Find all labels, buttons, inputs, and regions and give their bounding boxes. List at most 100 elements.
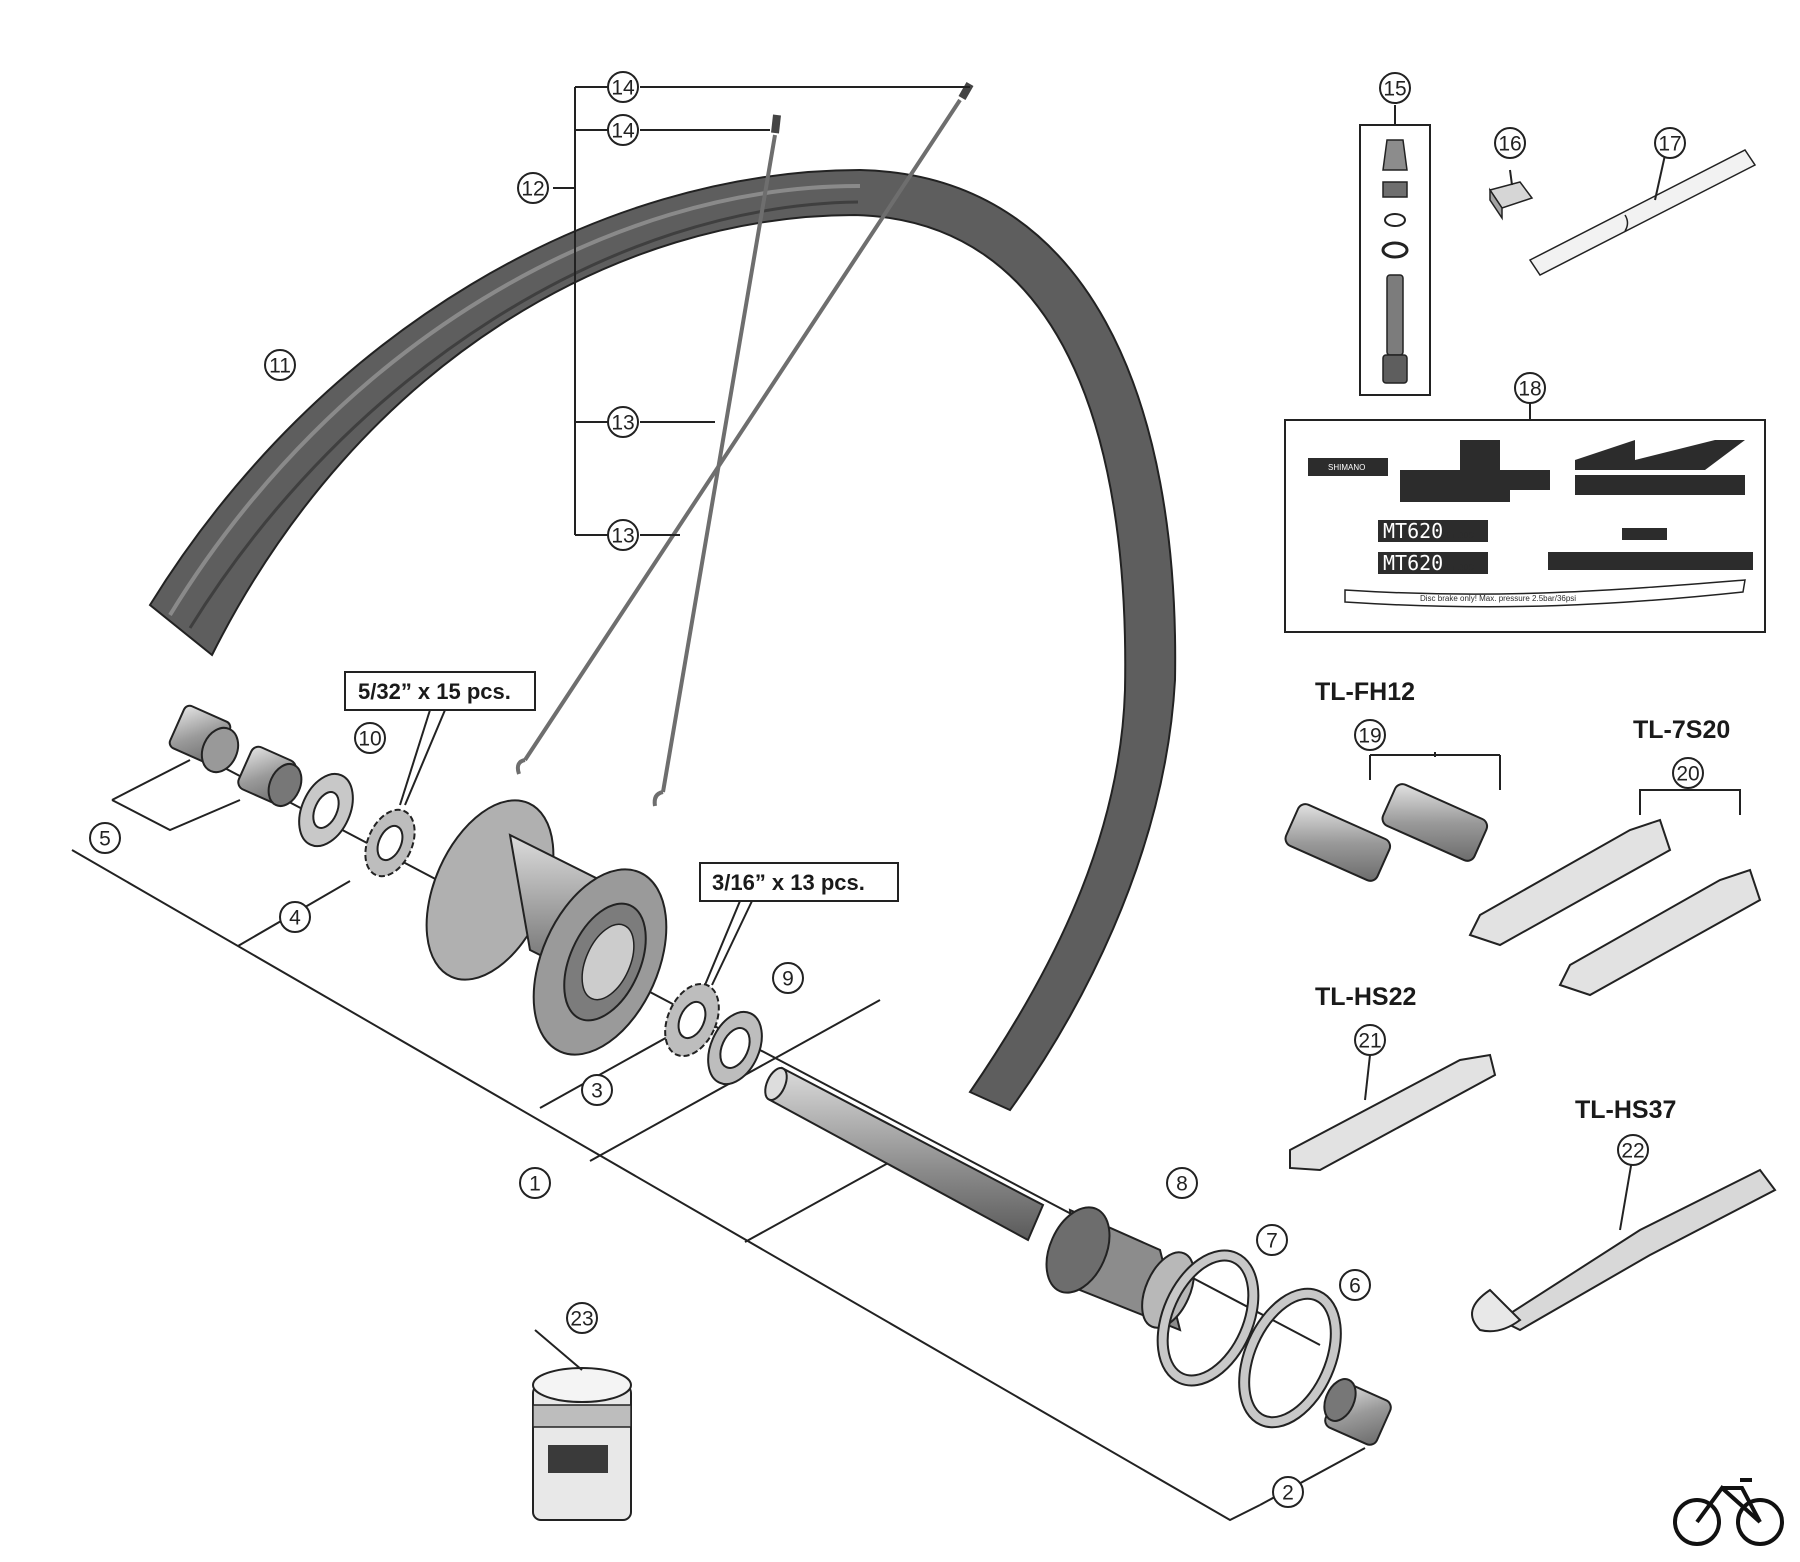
callout-brackets-12-14 bbox=[553, 86, 970, 536]
callout-circle bbox=[264, 349, 296, 381]
callout-circle bbox=[1514, 372, 1546, 404]
callout-14: 14 bbox=[607, 114, 639, 146]
part-8-freehub-body bbox=[1045, 1206, 1195, 1332]
callout-13: 13 bbox=[607, 406, 639, 438]
callout-number: 2 bbox=[1282, 1482, 1294, 1505]
callout-circle bbox=[1256, 1224, 1288, 1256]
callout-circle bbox=[607, 71, 639, 103]
callout-circle bbox=[607, 406, 639, 438]
callout-19: 19 bbox=[1354, 719, 1386, 751]
callout-5: 5 bbox=[89, 822, 121, 854]
tool-label-tl-7s20: TL-7S20 bbox=[1633, 716, 1730, 744]
decal-warning: Disc brake only! Max. pressure 2.5bar/36… bbox=[1420, 594, 1576, 603]
tool-tl-hs37 bbox=[1471, 1159, 1777, 1333]
callout-number: 18 bbox=[1518, 378, 1541, 401]
spoke-13-lower bbox=[652, 114, 781, 807]
rim bbox=[148, 168, 1177, 1112]
callout-13: 13 bbox=[607, 519, 639, 551]
part-10-dust-cap bbox=[298, 772, 354, 848]
hub-body bbox=[425, 799, 668, 1056]
part-23-grease-jar bbox=[532, 1329, 632, 1521]
callout-number: 16 bbox=[1498, 133, 1521, 156]
ball-note-left: 5/32” x 15 pcs. bbox=[344, 671, 536, 806]
callout-16: 16 bbox=[1494, 127, 1526, 159]
callout-circle bbox=[607, 114, 639, 146]
part-3-right-ball-retainer bbox=[664, 982, 720, 1058]
callout-15: 15 bbox=[1379, 72, 1411, 104]
callout-1: 1 bbox=[519, 1167, 551, 1199]
bicycle-icon bbox=[1673, 1478, 1784, 1546]
callout-22: 22 bbox=[1617, 1134, 1649, 1166]
decal-model-1: MT620 bbox=[1383, 519, 1443, 543]
callout-3: 3 bbox=[581, 1074, 613, 1106]
callout-number: 20 bbox=[1676, 763, 1699, 786]
callout-number: 13 bbox=[611, 412, 634, 435]
callout-circle bbox=[1672, 757, 1704, 789]
callout-number: 11 bbox=[269, 355, 291, 378]
callout-14: 14 bbox=[607, 71, 639, 103]
callout-number: 21 bbox=[1358, 1030, 1381, 1053]
callout-number: 5 bbox=[99, 828, 111, 851]
callout-2: 2 bbox=[1272, 1476, 1304, 1508]
ball-note-right-text: 3/16” x 13 pcs. bbox=[712, 870, 865, 895]
callout-11: 11 bbox=[264, 349, 296, 381]
callout-circle bbox=[581, 1074, 613, 1106]
part-1-axle bbox=[764, 1066, 1045, 1242]
decal-size-1: 29in.30C bbox=[1442, 531, 1474, 540]
part-16-rim-washer bbox=[1488, 169, 1534, 221]
callout-circle bbox=[1339, 1269, 1371, 1301]
part-6-spacer bbox=[1238, 1287, 1342, 1429]
callout-circle bbox=[566, 1302, 598, 1334]
callout-23: 23 bbox=[566, 1302, 598, 1334]
callout-number: 13 bbox=[611, 525, 634, 548]
callout-circle bbox=[1272, 1476, 1304, 1508]
callout-circle bbox=[607, 519, 639, 551]
callout-20: 20 bbox=[1672, 757, 1704, 789]
callout-number: 15 bbox=[1383, 78, 1406, 101]
part-4-left-ball-retainer bbox=[364, 808, 416, 878]
part-5-cone-nut bbox=[168, 704, 240, 774]
tool-tl-hs22 bbox=[1289, 1053, 1497, 1172]
callout-number: 14 bbox=[611, 120, 635, 143]
part-5-locknut bbox=[237, 745, 303, 808]
part-2-end-cap bbox=[1323, 1378, 1392, 1446]
part-7-spacer bbox=[1156, 1249, 1260, 1387]
callout-circle bbox=[1654, 127, 1686, 159]
part-9-dust-cap bbox=[707, 1010, 763, 1086]
callout-number: 19 bbox=[1358, 725, 1381, 748]
callout-number: 23 bbox=[570, 1308, 593, 1331]
callout-circle bbox=[772, 962, 804, 994]
callout-number: 1 bbox=[529, 1173, 541, 1196]
callout-10: 10 bbox=[354, 722, 386, 754]
callout-circle bbox=[1354, 719, 1386, 751]
callout-17: 17 bbox=[1654, 127, 1686, 159]
decal-size-2: 29in.30C bbox=[1442, 563, 1474, 572]
tool-label-tl-hs22: TL-HS22 bbox=[1315, 983, 1416, 1011]
tool-label-tl-hs37: TL-HS37 bbox=[1575, 1096, 1676, 1124]
ball-note-right: 3/16” x 13 pcs. bbox=[699, 862, 899, 986]
callout-8: 8 bbox=[1166, 1167, 1198, 1199]
part-17-rim-tape bbox=[1528, 149, 1757, 276]
callout-number: 17 bbox=[1658, 133, 1681, 156]
callout-number: 22 bbox=[1621, 1140, 1644, 1163]
callout-circle bbox=[1494, 127, 1526, 159]
callout-number: 3 bbox=[591, 1080, 603, 1103]
callout-circle bbox=[354, 722, 386, 754]
decal-model-2: MT620 bbox=[1383, 551, 1443, 575]
tool-tl-fh12 bbox=[1284, 752, 1501, 882]
callout-circle bbox=[89, 822, 121, 854]
decal-brand: SHIMANO bbox=[1328, 463, 1365, 472]
callout-9: 9 bbox=[772, 962, 804, 994]
callout-number: 4 bbox=[289, 907, 301, 930]
callout-number: 12 bbox=[521, 178, 544, 201]
ball-note-left-text: 5/32” x 15 pcs. bbox=[358, 679, 511, 704]
callout-number: 9 bbox=[782, 968, 794, 991]
callout-7: 7 bbox=[1256, 1224, 1288, 1256]
callout-number: 6 bbox=[1349, 1275, 1361, 1298]
callout-circle bbox=[1617, 1134, 1649, 1166]
callout-circle bbox=[1379, 72, 1411, 104]
callout-circle bbox=[519, 1167, 551, 1199]
callout-21: 21 bbox=[1354, 1024, 1386, 1056]
